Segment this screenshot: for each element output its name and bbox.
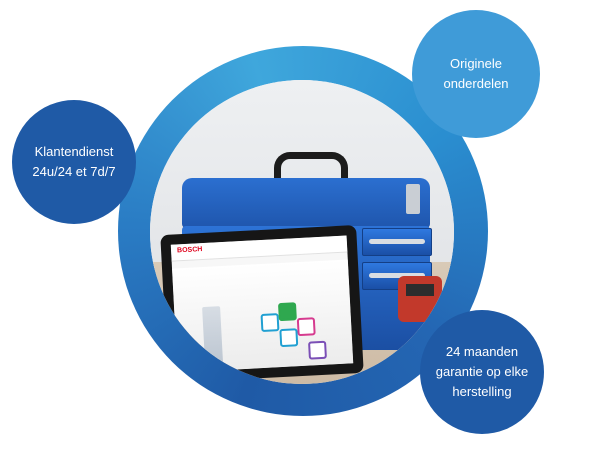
- feature-bubble-original-parts: Originele onderdelen: [412, 10, 540, 138]
- fridge-icon: [202, 306, 224, 372]
- toolbox-handle: [274, 152, 348, 178]
- feature-bubble-warranty: 24 maanden garantie op elke herstelling: [420, 310, 544, 434]
- product-photo: BOSCH: [150, 80, 454, 384]
- tablet-header: BOSCH: [170, 235, 348, 262]
- tablet: BOSCH: [160, 224, 364, 384]
- multimeter: [398, 276, 442, 322]
- feature-text: 24 maanden: [445, 343, 519, 359]
- tablet-room-image: [172, 259, 354, 373]
- service-tile-icon: [296, 317, 316, 337]
- feature-text: onderdelen: [443, 76, 509, 91]
- feature-text: Klantendienst: [34, 143, 114, 159]
- drawer-handle: [369, 239, 425, 244]
- tablet-screen: BOSCH: [170, 235, 354, 373]
- service-tile-icon: [260, 313, 280, 333]
- multimeter-screen: [406, 284, 434, 296]
- toolbox-drawer-1: [362, 228, 432, 256]
- feature-text: garantie op elke: [435, 363, 529, 379]
- toolbox-latch: [406, 184, 420, 214]
- brand-logo: BOSCH: [176, 246, 203, 255]
- toolbox-lid: [182, 178, 430, 228]
- service-tile-icon: [308, 340, 327, 360]
- photo-scene: BOSCH: [150, 80, 454, 384]
- drawer-handle: [369, 273, 425, 278]
- service-tile-icon: [279, 328, 299, 348]
- feature-text: Originele: [449, 55, 503, 71]
- feature-text: herstelling: [452, 384, 512, 400]
- feature-text: 24u/24 et 7d/7: [32, 164, 116, 179]
- service-tile-icon: [277, 302, 297, 322]
- feature-bubble-customer-service: Klantendienst 24u/24 et 7d/7: [12, 100, 136, 224]
